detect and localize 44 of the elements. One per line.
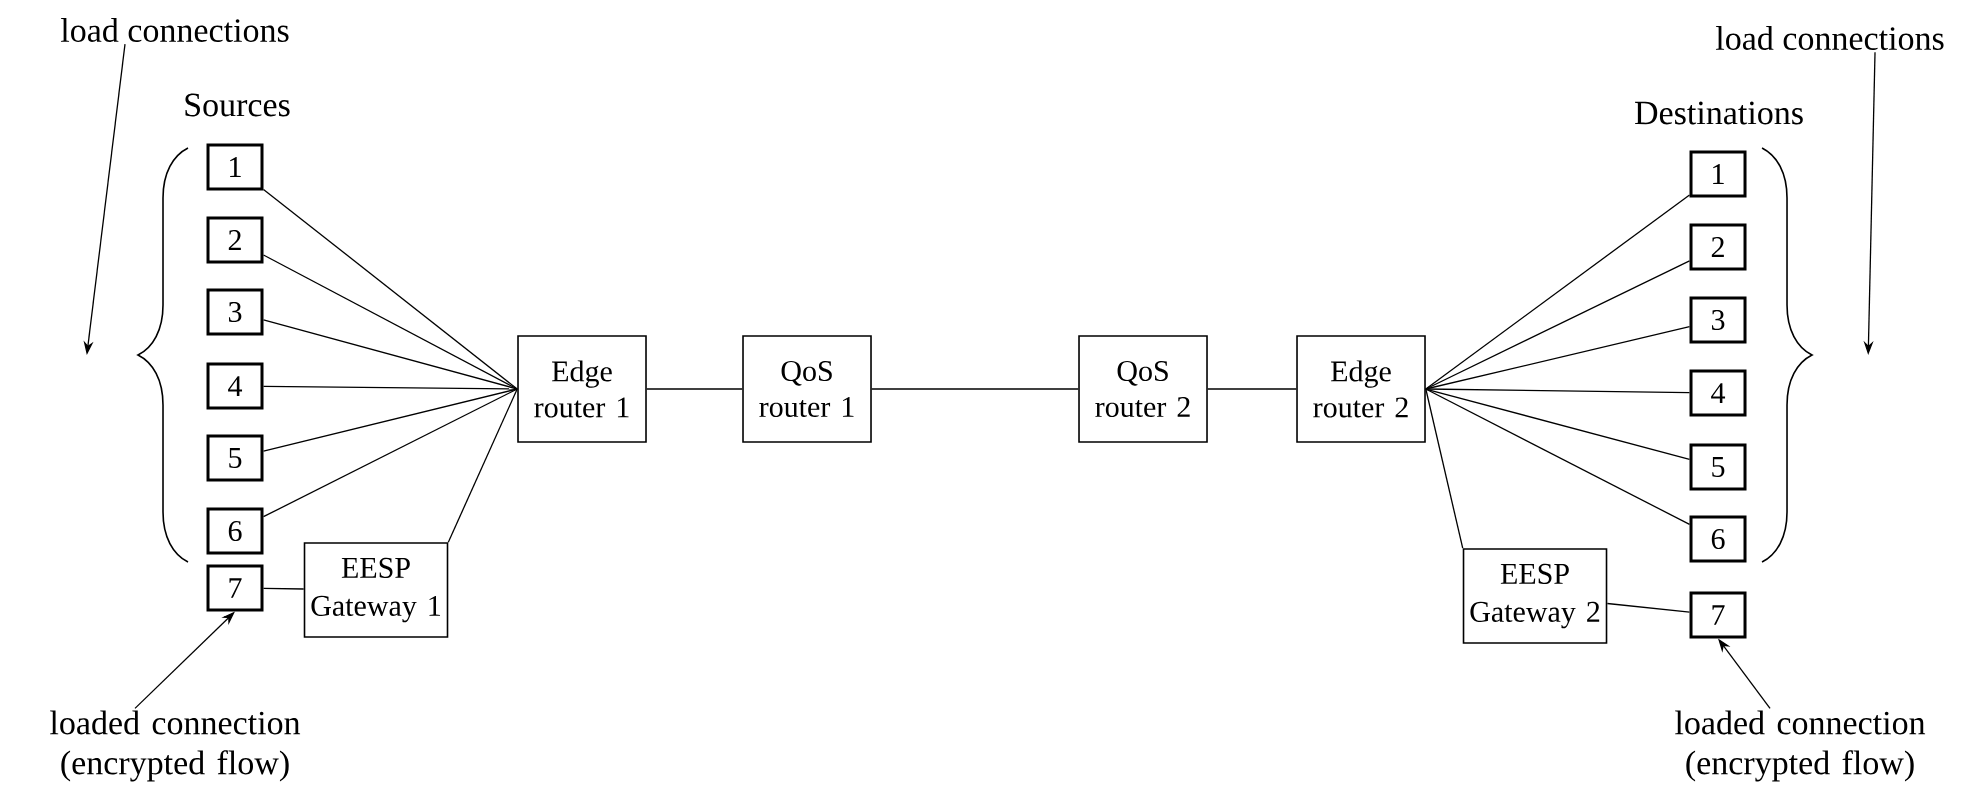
router-box: Edge router 1 [517,335,647,443]
connection-line [1425,260,1691,390]
connection-line [1425,388,1464,549]
connection-line [1425,388,1691,394]
leader-text: loaded connection (encrypted flow) [1675,710,1926,782]
connection-line [1425,388,1691,526]
connection-line [1425,194,1691,390]
connection-box: 4 [1689,369,1747,417]
connection-line [262,388,518,518]
gateway-box: EESP Gateway 2 [1462,548,1608,644]
connection-line [871,388,1079,390]
router-box: Edge router 2 [1296,335,1426,443]
connection-line [646,388,743,390]
connection-line [262,254,518,390]
connection-box: 3 [206,288,264,336]
router-box: QoS router 2 [1078,335,1208,443]
group-heading: Sources [185,93,290,117]
connection-line [262,388,518,452]
connection-line [1207,388,1297,390]
leader-text: load connections [60,18,289,42]
group-heading: Destinations [1635,101,1803,125]
connection-line [262,587,305,590]
connection-box: 7 [1689,591,1747,639]
leader-text: loaded connection (encrypted flow) [50,710,301,782]
connection-box: 1 [1689,150,1747,198]
brace [137,147,189,563]
connection-box: 5 [1689,443,1747,491]
connection-line [1425,388,1691,461]
gateway-box: EESP Gateway 1 [303,542,449,638]
connection-box: 7 [206,564,264,612]
connection-box: 4 [206,362,264,410]
connection-line [262,188,518,390]
connection-box: 2 [1689,223,1747,271]
connection-line [1606,602,1691,613]
connection-box: 6 [1689,515,1747,563]
connection-line [447,388,518,543]
connection-box: 2 [206,216,264,264]
leader-text: load connections [1716,26,1944,50]
connection-box: 3 [1689,296,1747,344]
router-box: QoS router 1 [742,335,872,443]
brace [1761,147,1813,563]
connection-box: 1 [206,143,264,191]
connection-box: 6 [206,507,264,555]
connection-box: 5 [206,434,264,482]
